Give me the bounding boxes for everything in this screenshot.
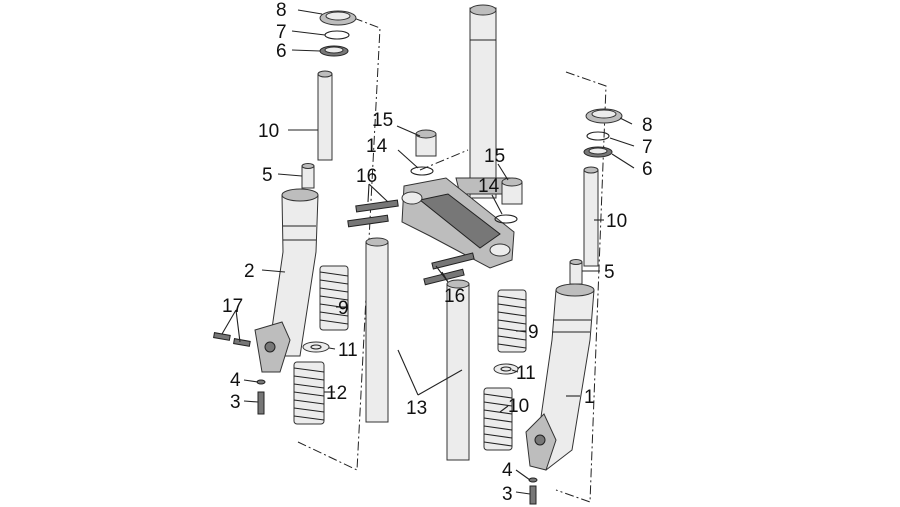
callout-14-right: 14 [478,176,500,197]
callout-6-right: 6 [642,159,653,180]
callout-9-left: 9 [338,298,349,319]
callout-4-right: 4 [502,460,513,481]
right-springs [483,289,527,451]
callout-11-right: 11 [516,363,536,384]
callout-2: 2 [244,261,255,282]
callout-9-right: 9 [528,322,539,343]
callout-14-left: 14 [366,136,388,157]
callout-8-left: 8 [276,0,287,21]
callout-12: 12 [326,383,347,404]
steering-column [455,4,511,199]
callout-4-left: 4 [230,370,241,391]
callout-1: 1 [584,387,595,408]
callout-15-left: 15 [372,110,393,131]
callout-11-left: 11 [338,340,358,361]
right-fork-leg [525,108,623,505]
callout-10-left: 10 [258,121,279,142]
callout-16-bottom: 16 [444,286,465,307]
callout-10-right: 10 [606,211,627,232]
assembly-axis-lines [297,11,607,503]
callout-7-right: 7 [642,137,653,158]
callout-7-left: 7 [276,22,287,43]
callout-3-right: 3 [502,484,513,505]
callout-5-left: 5 [262,165,273,186]
left-springs [293,265,349,425]
callout-labels: 8 7 6 10 5 2 17 4 3 9 11 12 15 14 16 15 … [222,0,653,505]
callout-5-right: 5 [604,262,615,283]
callout-13: 13 [406,398,427,419]
callout-3-left: 3 [230,392,241,413]
left-fork-leg [213,10,357,415]
callout-8-right: 8 [642,115,653,136]
callout-15-right: 15 [484,146,505,167]
callout-16-top: 16 [356,166,377,187]
crown-bushings [410,129,523,224]
fork-crown [401,177,515,269]
callout-17: 17 [222,296,243,317]
callout-6-left: 6 [276,41,287,62]
leader-lines [221,9,635,495]
callout-10-spring: 10 [508,396,529,417]
